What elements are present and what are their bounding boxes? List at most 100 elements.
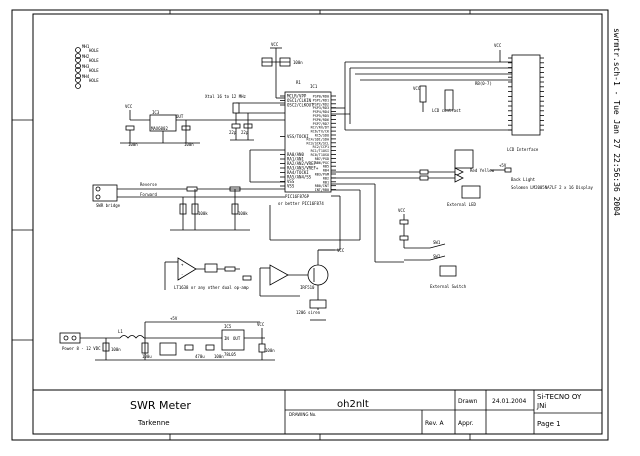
mcu-pin-label: RC6/TX/CK — [311, 130, 330, 134]
regulator-label: 78L05 — [224, 352, 237, 357]
lcd-contrast-label: LCD contrast — [432, 108, 461, 113]
mcu-pin-label: PSP4/RD4 — [313, 110, 329, 114]
svg-text:+: + — [181, 262, 184, 267]
drawn-label: Drawn — [458, 398, 478, 405]
hole-label: HOLE — [89, 58, 99, 63]
appr-label: Appr. — [458, 420, 474, 427]
svg-text:22p: 22p — [241, 130, 249, 135]
svg-text:L1: L1 — [118, 329, 123, 334]
mcu-pin-label: RA4/TOCKI — [287, 170, 309, 175]
mcu-pin-label: RA0/AN0 — [287, 152, 304, 157]
svg-text:VCC: VCC — [494, 43, 502, 48]
svg-text:VCC: VCC — [271, 42, 279, 47]
mcu-wiring — [249, 88, 361, 251]
backlight-label: Back Light — [511, 177, 536, 182]
svg-text:SW2: SW2 — [433, 254, 441, 259]
mounting-holes: MH1 HOLE MH2 HOLE MH3 HOLE MH4 HOLE — [75, 44, 99, 89]
svg-text:+5V: +5V — [499, 163, 507, 168]
external-led-label: External LED — [447, 202, 476, 207]
svg-text:R1: R1 — [296, 80, 301, 85]
svg-text:100k: 100k — [198, 211, 208, 216]
mcu-part: PIC16F876P — [285, 194, 310, 199]
side-stamp: swrmtr.sch-1 - Tue Jan 27 22:56:36 2004 — [612, 28, 621, 216]
rev-label: Rev. A — [425, 420, 444, 427]
mcu-pin-label: VSS — [287, 179, 295, 184]
svg-text:100n: 100n — [128, 142, 138, 147]
mcu-pin-label: RA2/AN2/VREF- — [287, 161, 318, 166]
hole-label: HOLE — [89, 48, 99, 53]
title-text: SWR Meter — [130, 399, 191, 412]
svg-text:+5V: +5V — [170, 316, 178, 321]
svg-text:-: - — [181, 272, 183, 277]
date-text: 24.01.2004 — [492, 398, 527, 405]
lcd-interface-label: LCD Interface — [507, 147, 539, 152]
mcu-pin-label: MCLR/VPP — [287, 94, 307, 99]
lcd-interface: VCC RB(0-7) VCC LCD contrast LCD Interfa… — [331, 43, 544, 152]
oscillator-section: VCC 100n R1 Xtal 16 to 12 MHz 22p 22p — [205, 42, 303, 141]
mcu-pin-label: RB7/PGD — [315, 157, 329, 161]
mcu-right-pins: PSP0/RD0PSP1/RD1PSP2/RD2PSP3/RD3PSP4/RD4… — [307, 95, 336, 192]
mcu-alt: or better PIC16F874 — [278, 201, 324, 206]
location-text: Tarkenne — [137, 419, 170, 427]
svg-text:IN: IN — [224, 336, 229, 341]
mcu-pin-label: INT/RB0 — [315, 188, 329, 192]
hole-ref: MH3 — [82, 64, 90, 69]
mcu-pin-label: RB5 — [323, 165, 329, 169]
mcu-ref: IC1 — [310, 84, 318, 89]
hole-ref: MH2 — [82, 54, 90, 59]
svg-text:VCC: VCC — [413, 86, 421, 91]
mcu-pin-label: OSC2/CLKOUT — [287, 103, 314, 108]
mcu-pin-label: PSP0/RD0 — [313, 95, 329, 99]
mcu-pin-label: PSP5/RD5 — [313, 114, 329, 118]
transistor-section: VCC IRF510 1206 siren — [296, 248, 345, 321]
svg-text:100n: 100n — [214, 354, 224, 359]
external-switch-label: External Switch — [430, 284, 467, 289]
outer-frame — [11, 9, 609, 441]
hole-ref: MH1 — [82, 44, 90, 49]
mcu-pin-label: PSP2/RD2 — [313, 102, 329, 106]
switch-section: VCC SW1 SW2 External Switch — [331, 183, 467, 289]
mcu-pin-label: RB4 — [323, 169, 329, 173]
svg-text:100n: 100n — [293, 60, 303, 65]
reverse-label: Reverse — [140, 182, 157, 187]
svg-text:MAX6002: MAX6002 — [151, 126, 168, 131]
author-text: oh2nlt — [337, 399, 369, 410]
svg-text:VCC: VCC — [337, 248, 345, 253]
power-label: Power 8 - 12 VDC — [62, 346, 101, 351]
frame-ticks — [12, 10, 471, 440]
mcu-pin-label: RB3/PGM — [315, 173, 329, 177]
mcu-pin-label: RC0/T1OSO — [311, 153, 329, 157]
xtal-label: Xtal 16 to 12 MHz — [205, 94, 247, 99]
mcu-pin-label: PSP1/RD1 — [313, 98, 329, 102]
opamp-label: LT1638 or any other dual op-amp — [174, 285, 249, 290]
svg-text:100k: 100k — [238, 211, 248, 216]
hole-ref: MH4 — [82, 74, 90, 79]
svg-text:IC5: IC5 — [224, 324, 232, 329]
svg-text:22p: 22p — [229, 130, 237, 135]
mcu-pin-label: RA5/AN4/SS — [287, 175, 312, 180]
drawing-no-label: DRAWING No. — [289, 412, 316, 417]
mcu-pin-label: RA3/AN3/VREF+ — [287, 166, 319, 171]
svg-text:100u: 100u — [142, 354, 152, 359]
forward-label: Forward — [140, 192, 157, 197]
mcu-pin-label: RC5/SDO — [315, 134, 329, 138]
mcu-pin-label: PSP6/RD6 — [313, 118, 329, 122]
transistor-label: IRF510 — [300, 285, 315, 290]
voltage-reference: VCC IC3 MAX6002 OUT 100n 100n — [120, 104, 285, 147]
piezo-label: 1206 siren — [296, 310, 321, 315]
mcu-pin-label: RB1 — [323, 180, 329, 184]
display-label: Solomon LM2005NA7LF 2 x 16 Display — [511, 185, 593, 190]
power-section: +5V Power 8 - 12 VDC L1 100n 100u 470u 1… — [59, 316, 275, 361]
svg-text:SW1: SW1 — [433, 240, 441, 245]
svg-text:VCC: VCC — [125, 104, 133, 109]
mcu-pin-label: RC2/CCP1 — [313, 145, 329, 149]
mcu-pin-label: VSS/TOCKI — [287, 134, 309, 139]
swr-bridge-label: SWR bridge — [96, 203, 121, 208]
svg-text:OUT: OUT — [233, 336, 241, 341]
svg-text:IC3: IC3 — [152, 110, 160, 115]
mcu-pin-label: RB2 — [323, 176, 329, 180]
mcu-pin-label: RC3/SCK/SCL — [307, 141, 329, 145]
company-text: Si-TECNO OY — [537, 393, 582, 401]
